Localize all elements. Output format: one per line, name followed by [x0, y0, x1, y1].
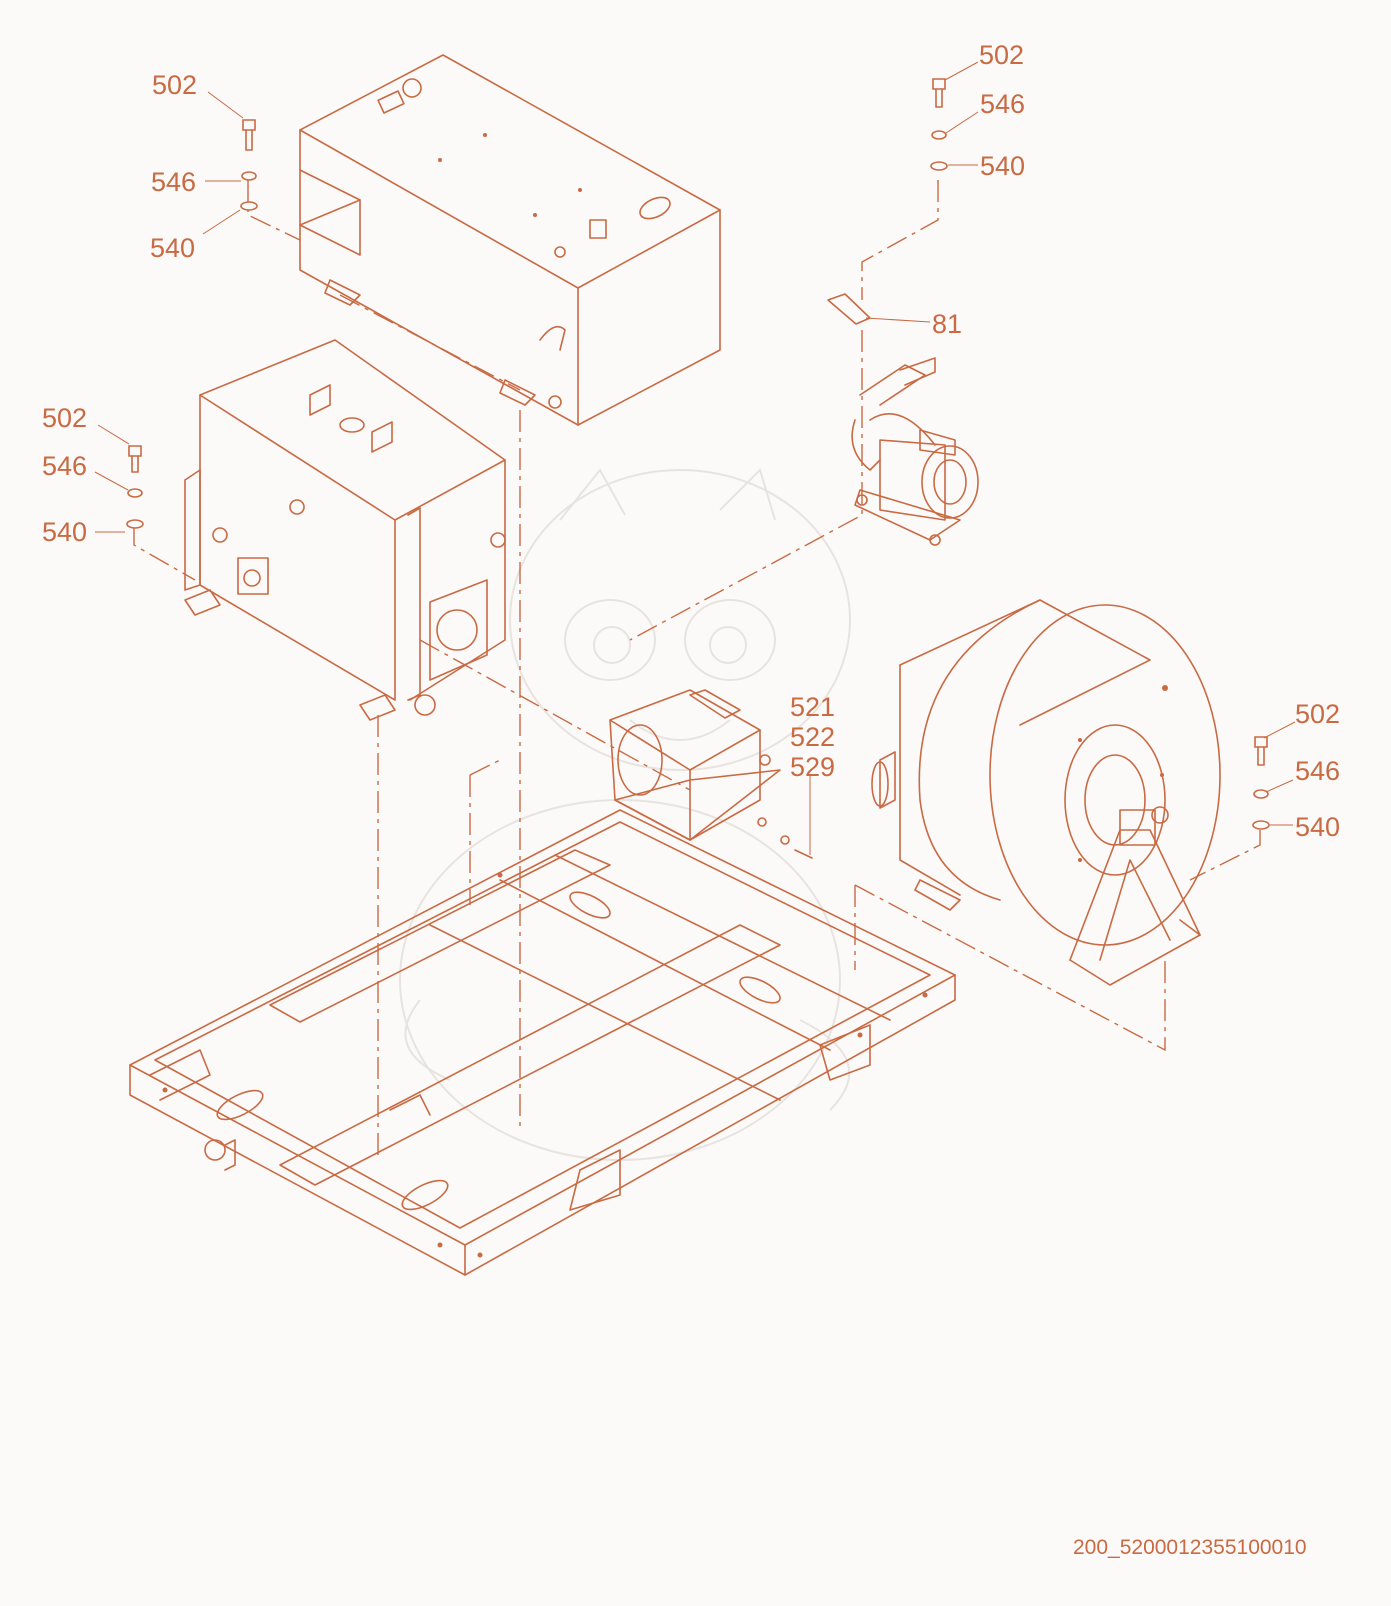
callout-540-reel: 540 — [1295, 812, 1340, 842]
upper-tank-assembly — [299, 54, 721, 426]
callout-502-reel: 502 — [1295, 699, 1340, 729]
callout-546-top-left: 546 — [151, 167, 196, 197]
callout-522: 522 — [790, 722, 835, 752]
callout-502-mid-left: 502 — [42, 403, 87, 433]
callout-546-reel: 546 — [1295, 756, 1340, 786]
watermark-mascot — [399, 468, 851, 1161]
callout-labels: 502 546 540 502 546 540 502 546 540 81 5… — [42, 40, 1340, 1559]
base-frame — [129, 809, 956, 1276]
hardware-mid-left — [126, 445, 144, 529]
hose-reel-assembly — [871, 599, 1221, 986]
callout-540-top-right: 540 — [980, 151, 1025, 181]
hardware-top-right — [930, 78, 948, 171]
drawing-number: 200_5200012355100010 — [1073, 1536, 1307, 1559]
callout-546-top-right: 546 — [980, 89, 1025, 119]
hardware-top-left — [240, 119, 258, 211]
callout-529: 529 — [790, 752, 835, 782]
hardware-reel-right — [1252, 736, 1270, 830]
assembly-centre-lines — [133, 180, 1261, 1160]
motor-assembly — [609, 689, 813, 859]
callout-502-top-left: 502 — [152, 70, 197, 100]
callout-540-top-left: 540 — [150, 233, 195, 263]
callout-81: 81 — [932, 309, 962, 339]
callout-546-mid-left: 546 — [42, 451, 87, 481]
leader-lines — [94, 61, 1296, 855]
callout-502-top-right: 502 — [979, 40, 1024, 70]
callout-521: 521 — [790, 692, 835, 722]
callout-540-mid-left: 540 — [42, 517, 87, 547]
lower-tank-assembly — [184, 339, 506, 721]
pump-assembly — [827, 293, 979, 546]
